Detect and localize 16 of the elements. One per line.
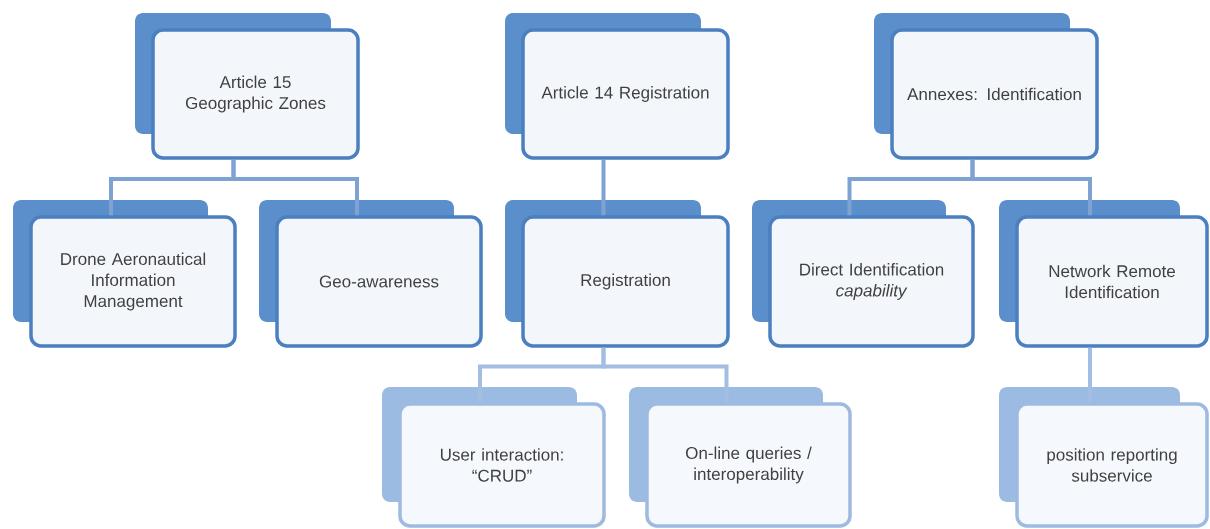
- process-box: Geo-awareness: [259, 200, 483, 348]
- process-box: On-line queries / interoperability: [629, 387, 852, 528]
- process-box: User interaction: “CRUD”: [382, 387, 606, 528]
- connector-line: [231, 159, 359, 216]
- process-box: Article 14 Registration: [505, 13, 730, 160]
- connector-line: [601, 159, 606, 216]
- process-box: Drone Aeronautical Information Management: [13, 200, 237, 348]
- connector-line: [601, 347, 729, 403]
- process-box: Article 15 Geographic Zones: [135, 13, 360, 160]
- process-box: Registration: [505, 200, 730, 348]
- connector-line: [1088, 347, 1092, 403]
- connector-line: [970, 159, 1092, 216]
- process-box: Annexes: Identification: [874, 13, 1099, 160]
- process-box: Direct Identification capability: [752, 200, 975, 348]
- process-box: position reporting subservice: [999, 387, 1209, 528]
- process-box: Network Remote Identification: [999, 200, 1209, 348]
